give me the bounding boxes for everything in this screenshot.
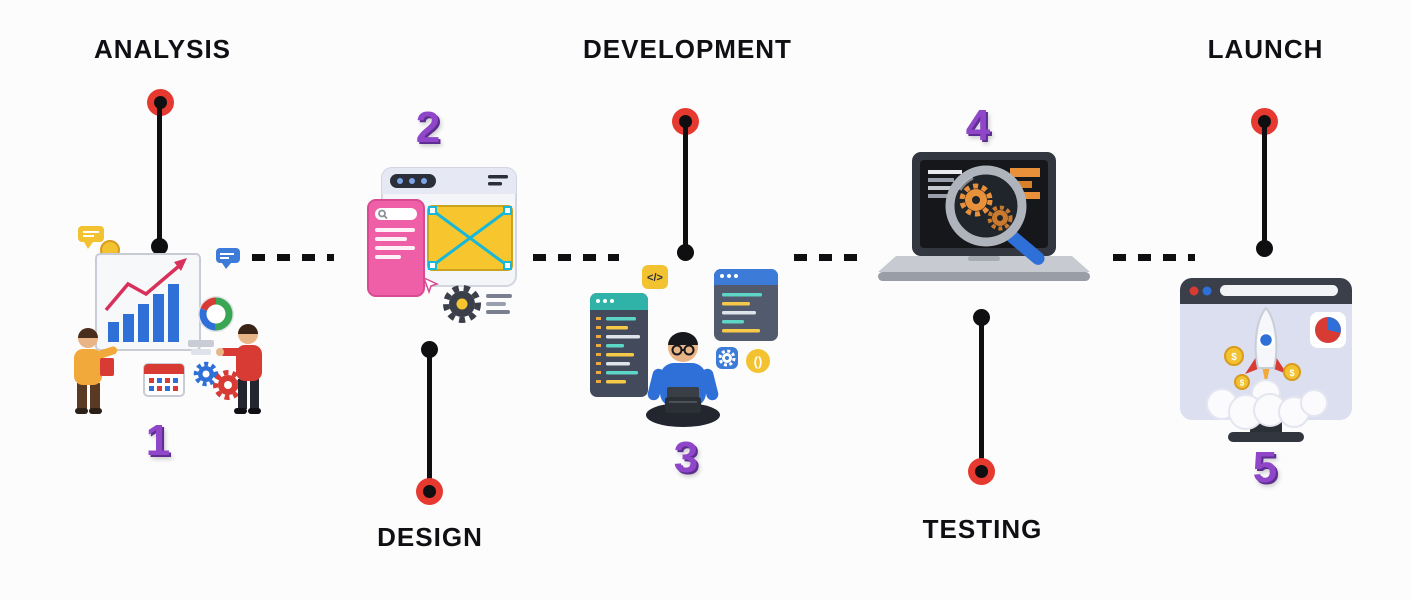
launch-illustration: $ $ $ (1180, 278, 1352, 442)
stage-label-development: DEVELOPMENT (583, 34, 792, 64)
timeline-line-launch (1262, 120, 1267, 248)
code-window-left (590, 293, 648, 397)
wireframe-canvas (427, 205, 513, 271)
timeline-line-design (427, 350, 432, 490)
timeline-line-development (683, 120, 688, 252)
braces-badge: () (746, 349, 770, 373)
coin-symbol: $ (1240, 379, 1245, 388)
pink-panel (367, 199, 425, 297)
person-left (74, 328, 118, 414)
development-illustration: </> () (590, 265, 778, 427)
timeline-node-analysis (151, 238, 168, 255)
timeline-node-launch (1256, 240, 1273, 257)
coin-icons: $ $ $ (1224, 346, 1301, 390)
stage-number-analysis: 1 (145, 416, 171, 465)
code-tag-badge: </> (642, 265, 668, 289)
gear-icon-red (213, 370, 243, 400)
cursor-icon (422, 276, 440, 295)
code-window-right (714, 269, 778, 341)
code-tag-text: </> (647, 272, 663, 284)
stage-number-testing: 4 (965, 101, 991, 150)
connector-dash-2 (533, 254, 619, 261)
settings-lines (486, 294, 512, 314)
timeline-node-development (677, 244, 694, 261)
gear-badge (716, 347, 738, 369)
coin-symbol: $ (1231, 352, 1237, 363)
timeline-line-testing (979, 318, 984, 470)
stage-number-design: 2 (415, 103, 441, 152)
gear-icon-blue (193, 361, 219, 387)
connector-dash-4 (1113, 254, 1195, 261)
bug-gear-large (959, 183, 993, 217)
connector-dash-1 (252, 254, 334, 261)
stage-label-design: DESIGN (377, 522, 483, 552)
stage-number-development: 3 (673, 433, 699, 482)
braces-text: () (754, 354, 763, 369)
bar-chart-board (95, 253, 201, 351)
magnifier-icon (945, 165, 1045, 265)
design-illustration (367, 167, 517, 323)
rocket-icon (1245, 306, 1287, 386)
calendar-icon (143, 363, 185, 397)
connector-dash-3 (794, 254, 864, 261)
coin-symbol: $ (1289, 368, 1294, 378)
stage-label-testing: TESTING (922, 514, 1043, 544)
timeline-node-design (421, 341, 438, 358)
timeline-endpoint-red-design (416, 478, 443, 505)
speech-bubble-icon-left (78, 226, 104, 249)
stage-label-analysis: ANALYSIS (93, 34, 232, 64)
person-right (216, 324, 262, 414)
bug-gear-small (987, 205, 1013, 231)
developer-person (646, 332, 720, 427)
speech-bubble-icon-right (216, 248, 240, 269)
report-stack (188, 340, 214, 355)
stage-label-launch: LAUNCH (1207, 34, 1324, 64)
analysis-illustration (74, 226, 262, 414)
timeline-line-analysis (157, 100, 162, 248)
pie-chart-icon (198, 296, 234, 332)
testing-illustration (878, 152, 1090, 281)
timeline-endpoint-red-testing (968, 458, 995, 485)
pie-chart-icon (1310, 312, 1346, 348)
search-icon (378, 209, 388, 220)
timeline-node-testing (973, 309, 990, 326)
stage-number-launch: 5 (1252, 443, 1278, 492)
gear-icon (443, 285, 481, 323)
clouds (1206, 379, 1328, 430)
